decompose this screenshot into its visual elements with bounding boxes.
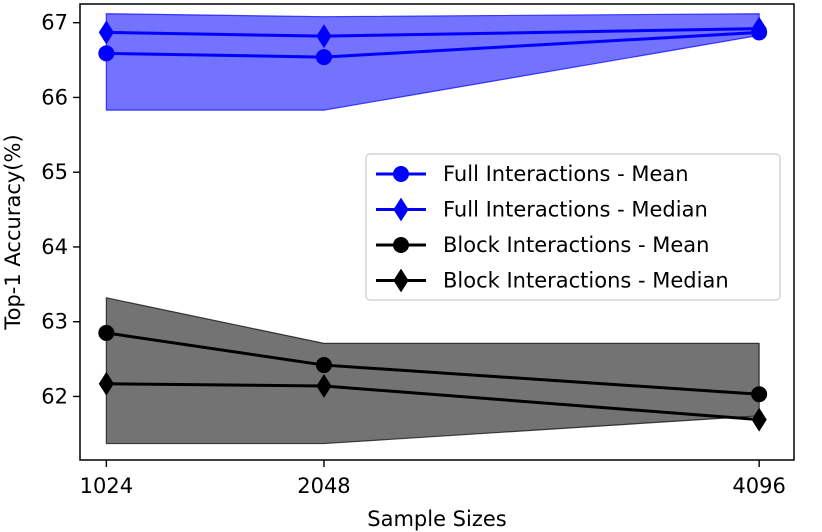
legend-label: Block Interactions - Mean bbox=[443, 233, 710, 257]
x-tick-label: 4096 bbox=[732, 474, 785, 498]
legend-label: Full Interactions - Median bbox=[443, 198, 708, 222]
x-tick-label: 2048 bbox=[297, 474, 350, 498]
data-point-4-3 bbox=[751, 407, 767, 432]
y-tick-label: 62 bbox=[41, 384, 68, 408]
y-tick-label: 65 bbox=[41, 160, 68, 184]
legend-marker bbox=[393, 166, 409, 182]
y-axis-ticks: 62 63 64 65 66 67 bbox=[41, 11, 80, 408]
data-point-1-1 bbox=[98, 45, 115, 62]
legend-marker bbox=[393, 197, 409, 222]
y-tick-label: 64 bbox=[41, 235, 68, 259]
confidence-band-1 bbox=[105, 13, 760, 111]
plot-frame bbox=[79, 3, 795, 461]
data-point-1-2 bbox=[315, 49, 332, 66]
confidence-band-2 bbox=[105, 297, 760, 445]
data-point-2-1 bbox=[98, 20, 114, 45]
legend-marker bbox=[393, 268, 409, 293]
data-point-2-3 bbox=[751, 16, 767, 41]
y-axis-label: Top-1 Accuracy(%) bbox=[1, 134, 25, 330]
x-axis-label: Sample Sizes bbox=[367, 507, 506, 531]
data-point-3-3 bbox=[751, 386, 768, 403]
x-axis-ticks: 1024 2048 4096 bbox=[80, 460, 786, 498]
series-markers bbox=[98, 16, 768, 432]
legend-label: Block Interactions - Median bbox=[443, 269, 729, 293]
y-tick-label: 63 bbox=[41, 310, 68, 334]
legend-label: Full Interactions - Mean bbox=[443, 162, 689, 186]
y-tick-label: 67 bbox=[41, 11, 68, 35]
legend-marker bbox=[393, 237, 409, 253]
data-point-3-1 bbox=[98, 324, 115, 341]
data-point-2-2 bbox=[316, 24, 332, 49]
data-point-4-1 bbox=[98, 371, 114, 396]
y-tick-label: 66 bbox=[41, 85, 68, 109]
x-tick-label: 1024 bbox=[80, 474, 133, 498]
legend-box bbox=[365, 153, 781, 301]
data-point-4-2 bbox=[316, 374, 332, 398]
data-point-3-2 bbox=[315, 357, 332, 374]
